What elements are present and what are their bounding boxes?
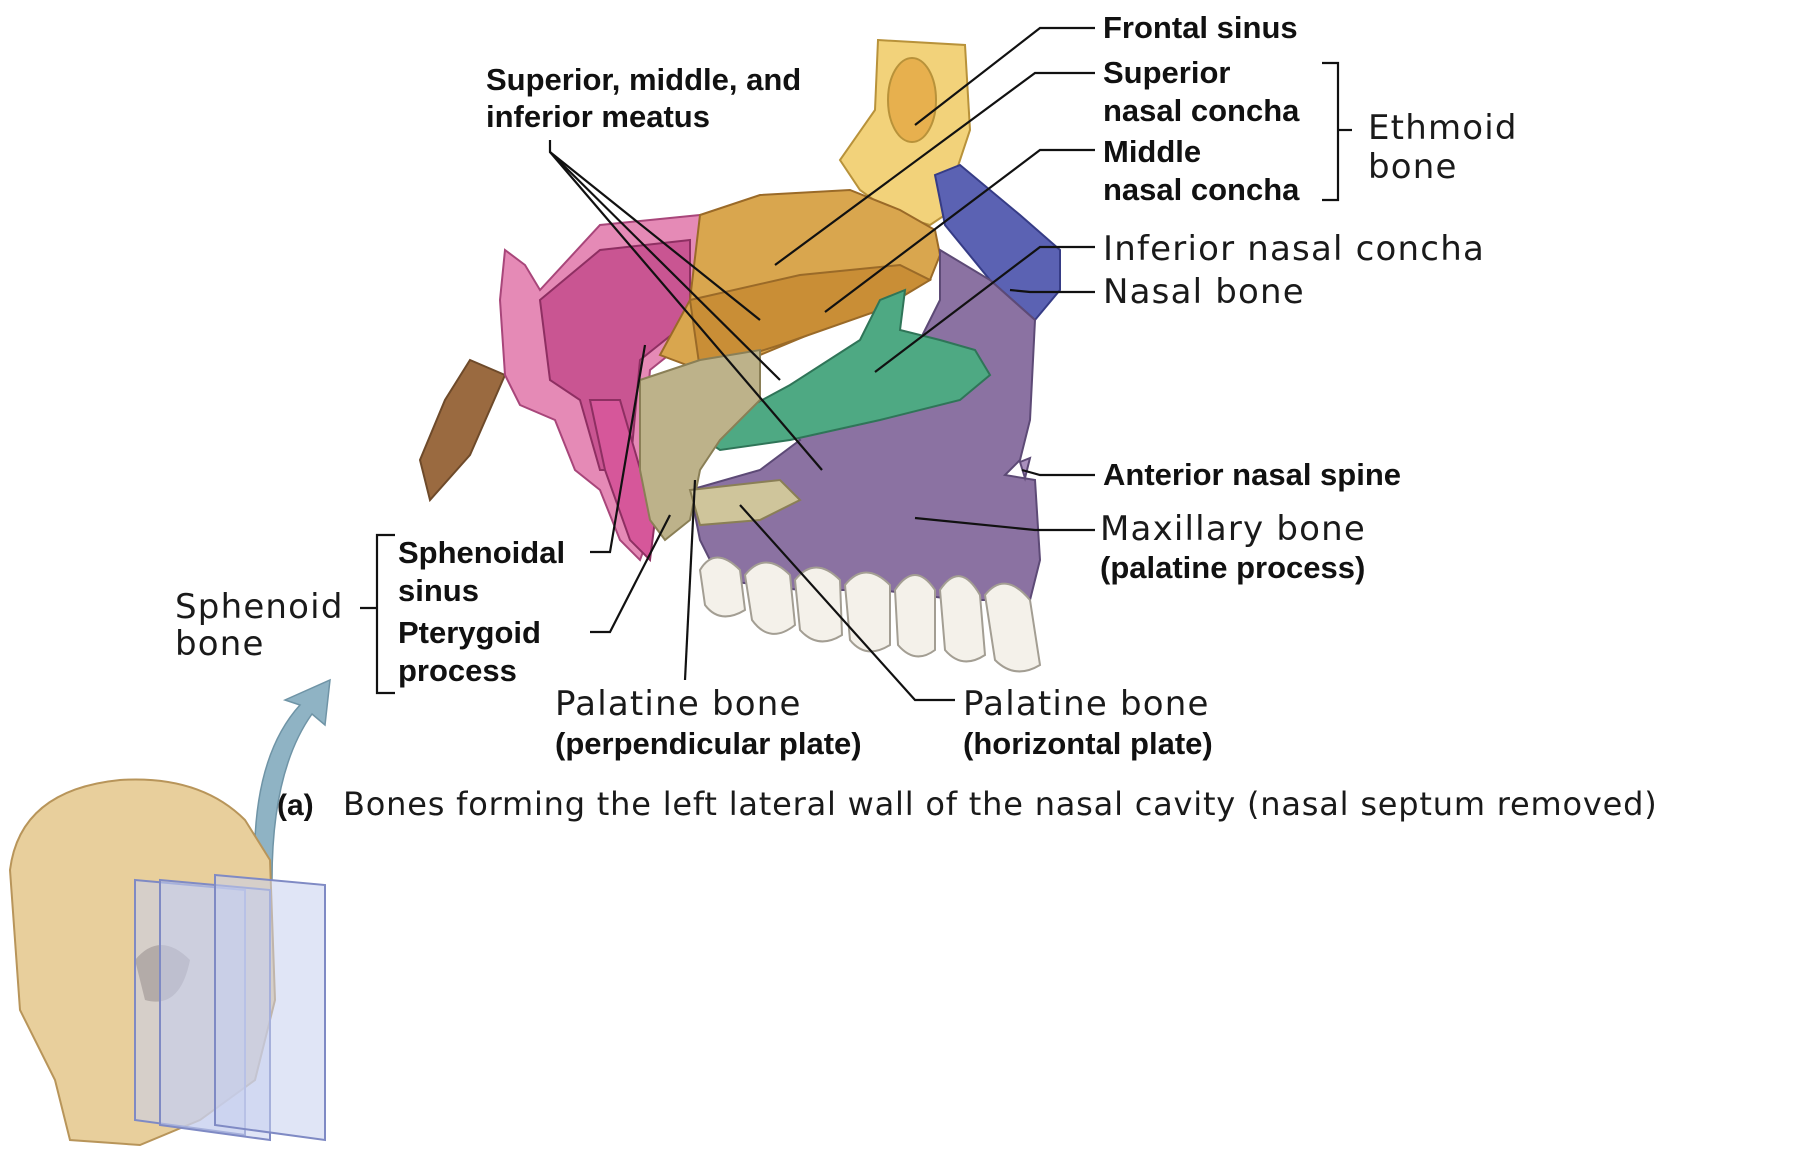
label-palatine-perp-line2: (perpendicular plate) xyxy=(555,726,862,761)
label-ethmoid-line1: Ethmoid xyxy=(1368,108,1518,148)
label-meatus-line1: Superior, middle, and xyxy=(486,62,801,97)
label-inferior-concha: Inferior nasal concha xyxy=(1103,229,1485,269)
bracket-ethmoid xyxy=(1322,63,1338,200)
label-ethmoid-line2: bone xyxy=(1368,147,1458,187)
label-pterygoid-line1: Pterygoid xyxy=(398,615,541,650)
label-superior-concha-line2: nasal concha xyxy=(1103,93,1300,128)
frontal-sinus-cavity xyxy=(888,58,936,142)
section-planes xyxy=(135,875,325,1140)
label-middle-concha-line1: Middle xyxy=(1103,134,1201,169)
label-sphenoid-line2: bone xyxy=(175,624,265,664)
nasal-wall-illustration xyxy=(420,40,1060,671)
label-anterior-nasal-spine: Anterior nasal spine xyxy=(1103,457,1401,492)
skull-thumbnail xyxy=(10,680,330,1145)
label-pterygoid-line2: process xyxy=(398,653,517,688)
label-maxillary-line1: Maxillary bone xyxy=(1100,509,1366,549)
label-sphenoid-line1: Sphenoid xyxy=(175,587,344,627)
figure-caption: (a) Bones forming the left lateral wall … xyxy=(277,785,1658,823)
label-palatine-perp-line1: Palatine bone xyxy=(555,684,802,724)
label-sphenoidal-sinus-line1: Sphenoidal xyxy=(398,535,565,570)
label-palatine-horiz-line1: Palatine bone xyxy=(963,684,1210,724)
label-middle-concha-line2: nasal concha xyxy=(1103,172,1300,207)
occipital-fragment xyxy=(420,360,505,500)
anterior-nasal-spine-shape xyxy=(1020,458,1030,478)
label-meatus-line2: inferior meatus xyxy=(486,99,710,134)
label-nasal-bone: Nasal bone xyxy=(1103,272,1305,312)
label-superior-concha-line1: Superior xyxy=(1103,55,1230,90)
label-sphenoidal-sinus-line2: sinus xyxy=(398,573,479,608)
caption-letter: (a) xyxy=(277,789,314,822)
caption-text: Bones forming the left lateral wall of t… xyxy=(343,785,1658,823)
bracket-sphenoid xyxy=(377,535,395,693)
label-maxillary-line2: (palatine process) xyxy=(1100,550,1365,585)
label-frontal-sinus: Frontal sinus xyxy=(1103,10,1298,45)
label-palatine-horiz-line2: (horizontal plate) xyxy=(963,726,1213,761)
orientation-arrow xyxy=(255,680,330,880)
leader-anterior-spine xyxy=(1022,470,1095,475)
